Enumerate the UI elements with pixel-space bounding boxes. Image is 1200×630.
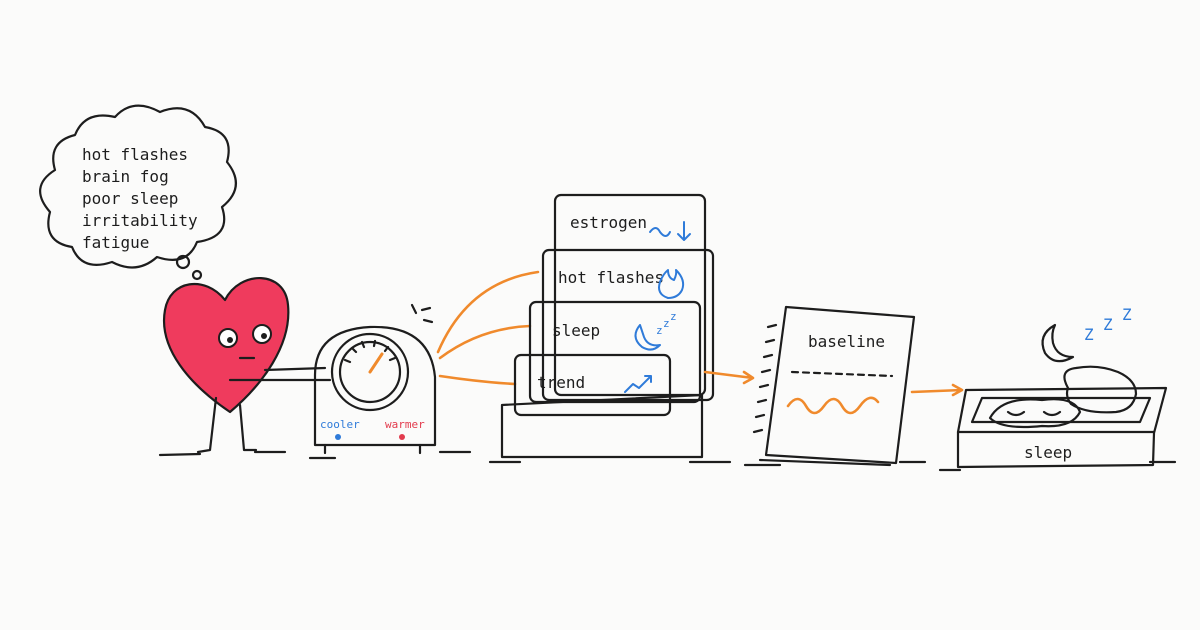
symptom-1: hot flashes xyxy=(82,145,188,164)
symptom-4: irritability xyxy=(82,211,198,230)
arrow-to-notebook xyxy=(703,370,755,385)
notebook: baseline xyxy=(752,305,916,467)
zzz-icon: Z Z Z xyxy=(1084,305,1132,344)
heart-character xyxy=(162,277,332,454)
symptom-5: fatigue xyxy=(82,233,149,252)
svg-text:Z: Z xyxy=(1103,315,1113,334)
ground-lines xyxy=(158,450,1177,472)
flame-icon xyxy=(658,269,685,299)
card-estrogen xyxy=(553,193,707,397)
cooler-dot xyxy=(335,434,341,440)
card-file-box: estrogen hot flashes sleep trend z z z xyxy=(500,193,715,459)
card-sleep xyxy=(528,300,702,404)
svg-text:Z: Z xyxy=(1084,325,1094,344)
symptom-2: brain fog xyxy=(82,167,169,186)
svg-text:z: z xyxy=(663,317,670,330)
card-trend xyxy=(513,353,672,417)
warmer-dot xyxy=(399,434,405,440)
sleep-bed: sleep Z Z Z xyxy=(956,305,1168,469)
warmer-label: warmer xyxy=(385,418,425,431)
card-label-hot-flashes: hot flashes xyxy=(558,268,664,287)
arrow-to-bed xyxy=(910,383,964,397)
card-label-trend: trend xyxy=(537,373,585,392)
card-label-sleep: sleep xyxy=(552,321,600,340)
card-hot-flashes xyxy=(541,248,715,402)
moon-icon xyxy=(1041,323,1075,363)
svg-text:z: z xyxy=(656,324,663,337)
wave-down-arrow-icon xyxy=(649,221,691,241)
symptom-3: poor sleep xyxy=(82,189,178,208)
trend-up-arrow-icon xyxy=(624,375,652,393)
svg-text:z: z xyxy=(670,310,677,323)
svg-text:Z: Z xyxy=(1122,305,1132,324)
thought-bubble: hot flashes brain fog poor sleep irritab… xyxy=(39,104,237,281)
bed-label: sleep xyxy=(1024,443,1072,462)
thermostat: cooler warmer xyxy=(313,303,437,455)
cooler-label: cooler xyxy=(320,418,360,431)
moon-zzz-icon: z z z xyxy=(634,310,677,351)
flow-lines-to-cards xyxy=(436,270,540,386)
notebook-label: baseline xyxy=(808,332,885,351)
baseline-wave xyxy=(786,396,880,415)
card-label-estrogen: estrogen xyxy=(570,213,647,232)
